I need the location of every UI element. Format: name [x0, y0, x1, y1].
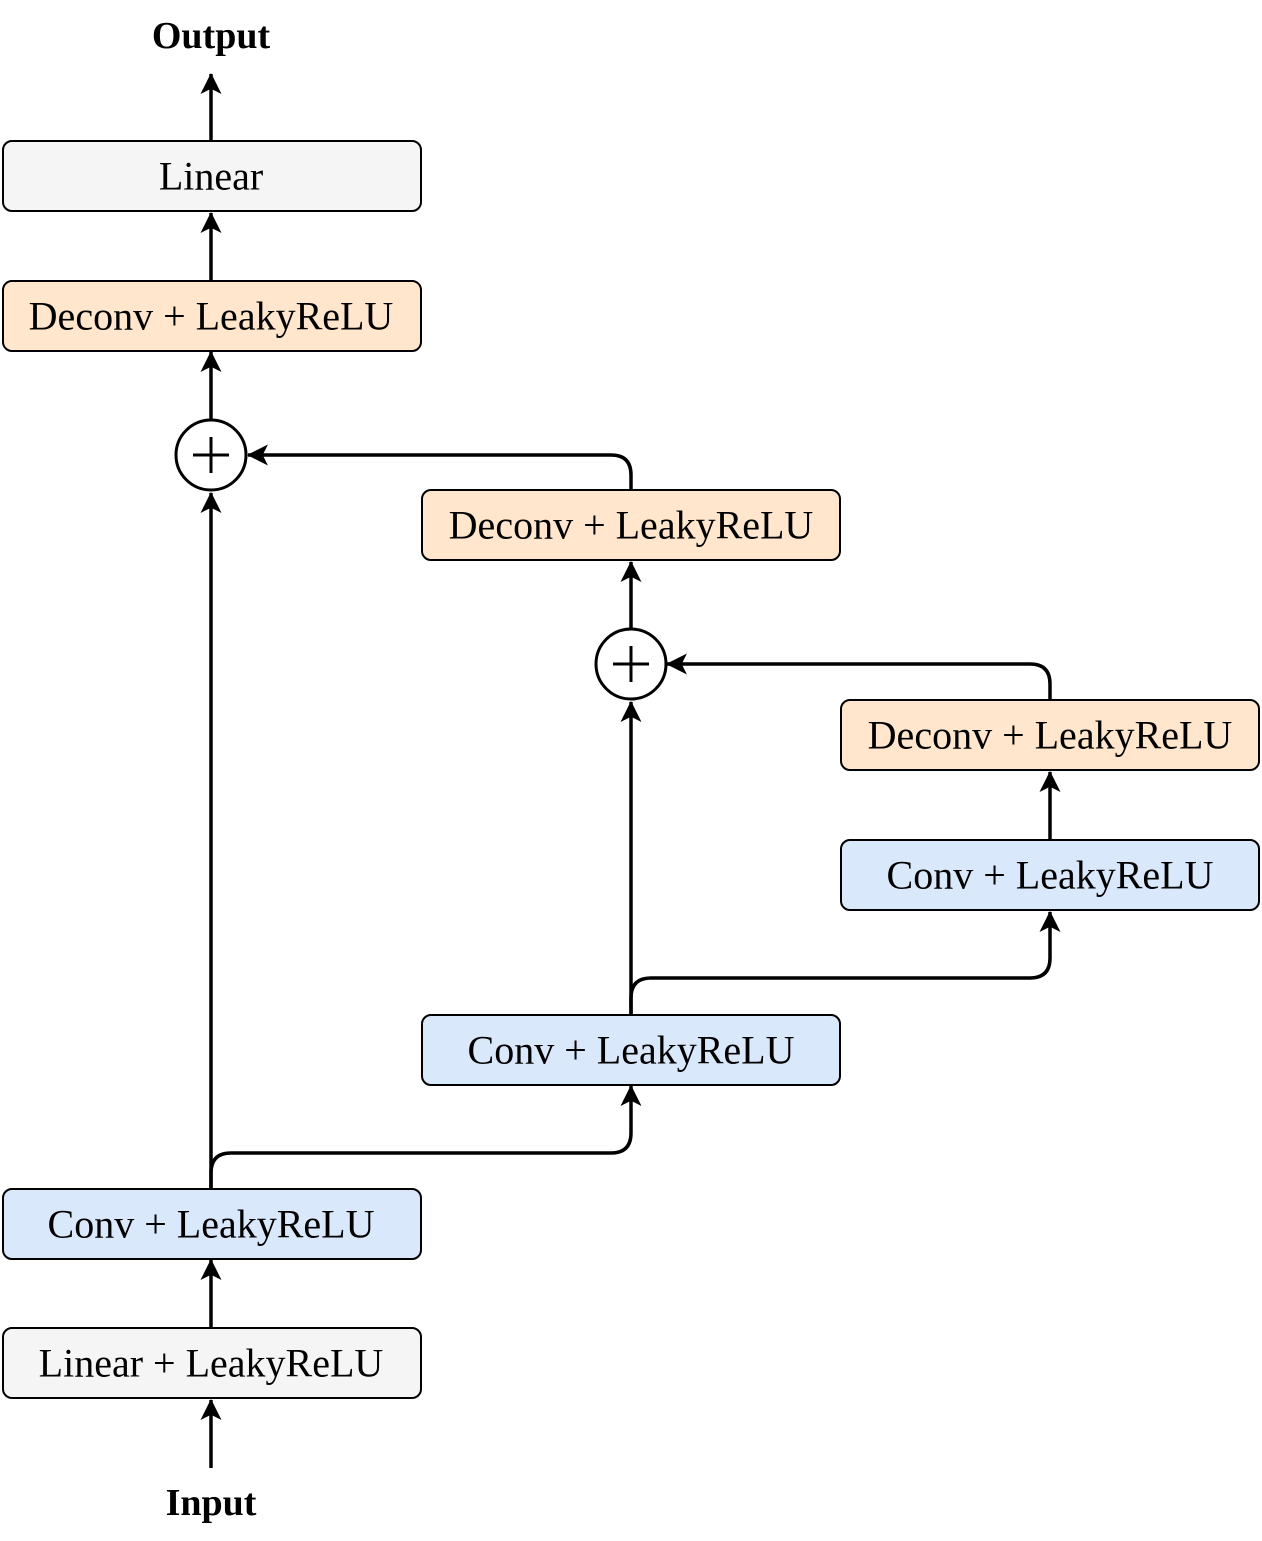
deconv-3-box [840, 699, 1260, 771]
node-linear-out: Linear [2, 140, 422, 212]
node-conv-3: Conv + LeakyReLU [840, 839, 1260, 911]
input-label: Input [166, 1482, 257, 1524]
deconv-1-box [2, 280, 422, 352]
conv-2-label: Conv + LeakyReLU [468, 1028, 795, 1073]
conv-3-label: Conv + LeakyReLU [887, 853, 1214, 898]
sum-node-1 [174, 418, 248, 492]
edge-conv2-to-conv3 [629, 910, 1061, 1016]
edge-deconv2-to-sum1 [246, 444, 633, 490]
conv-1-box [2, 1188, 422, 1260]
node-deconv-3: Deconv + LeakyReLU [840, 699, 1260, 771]
deconv-1-label: Deconv + LeakyReLU [29, 294, 394, 339]
conv-3-box [840, 839, 1260, 911]
edge-deconv3-to-sum2 [665, 653, 1052, 700]
deconv-2-box [421, 489, 841, 561]
sum-node-2 [594, 627, 668, 701]
node-deconv-2: Deconv + LeakyReLU [421, 489, 841, 561]
node-linear-in: Linear + LeakyReLU [2, 1327, 422, 1399]
linear-in-box [2, 1327, 422, 1399]
conv-1-label: Conv + LeakyReLU [48, 1202, 375, 1247]
deconv-3-label: Deconv + LeakyReLU [868, 713, 1233, 758]
node-conv-1: Conv + LeakyReLU [2, 1188, 422, 1260]
node-conv-2: Conv + LeakyReLU [421, 1014, 841, 1086]
linear-in-label: Linear + LeakyReLU [39, 1341, 384, 1386]
edge-conv1-to-conv2 [209, 1084, 642, 1190]
edges [200, 72, 1061, 1468]
output-label: Output [152, 15, 271, 57]
linear-out-label: Linear [159, 154, 263, 199]
node-deconv-1: Deconv + LeakyReLU [2, 280, 422, 352]
linear-out-box [2, 140, 422, 212]
conv-2-box [421, 1014, 841, 1086]
deconv-2-label: Deconv + LeakyReLU [449, 503, 814, 548]
